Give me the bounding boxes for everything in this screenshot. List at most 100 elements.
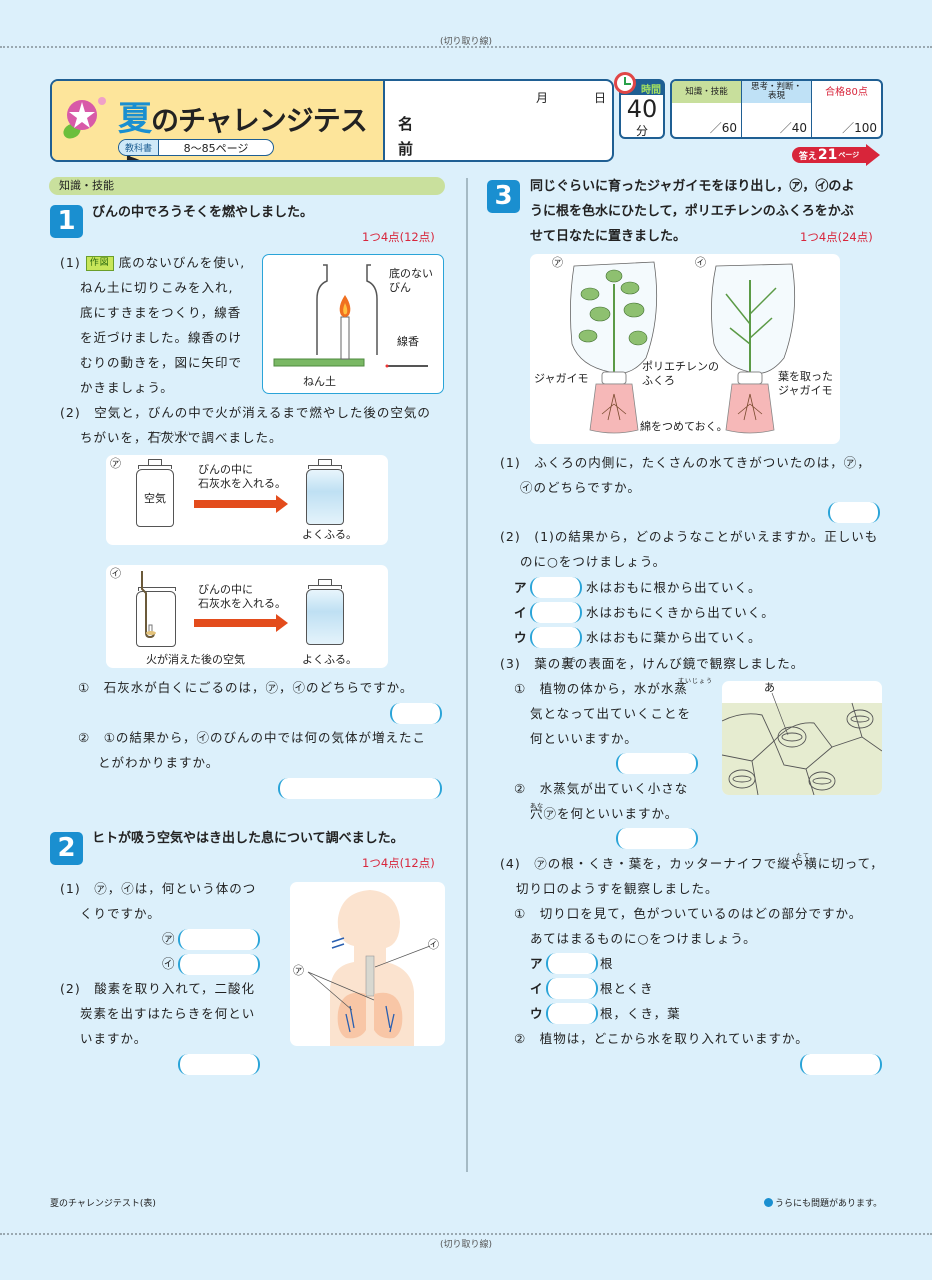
answer-q3-3-2[interactable]	[616, 828, 698, 849]
shake-label: よくふる。	[302, 653, 357, 666]
footer-back-text: うらにも問題があります。	[775, 1199, 883, 1209]
label-bottomless-bottle: 底のない びん	[389, 267, 433, 294]
answer-q3-4-2[interactable]	[800, 1054, 882, 1075]
potato-plant-figure: ㋐ ㋑ ジャガイモ ポリエチレンの ふくろ 綿をつめておく。 葉を取った ジャガ…	[530, 254, 840, 444]
drawing-tag: 作図	[85, 256, 114, 271]
score-label: 知識・技能	[672, 81, 741, 103]
name-label-2: 前	[398, 140, 414, 158]
part-label: (1)	[60, 255, 81, 270]
choice-text: 根とくき	[600, 981, 654, 996]
q2-part2: (2) 酸素を取り入れて，二酸化 炭素を出すはたらきを何とい いますか。	[60, 976, 280, 1051]
label-cotton: 綿をつめておく。	[640, 420, 728, 433]
column-divider	[466, 178, 468, 1172]
question-2-points: 1つ4点(12点)	[362, 856, 435, 870]
text-line: (1) ㋐，㋑は，何という体のつ	[60, 881, 257, 896]
step-label: びんの中に 石灰水を入れる。	[198, 463, 286, 490]
choice-text: 根	[600, 956, 614, 971]
q3-part1: (1) ふくろの内側に，たくさんの水てきがついたのは，㋐， ㋑のどちらですか。	[500, 450, 895, 500]
choice-box-a[interactable]	[530, 577, 582, 598]
text-line: を近づけました。線香のけ	[80, 330, 243, 345]
textbook-label: 教科書	[119, 140, 160, 155]
text-line: ちがいを，	[80, 430, 148, 445]
q3-part4: (4) ㋐の根・くき・葉を，カッターナイフで縦や横に切って，たて 切り口のようす…	[500, 851, 895, 951]
choice-text: 水はおもに根から出ていく。	[586, 580, 762, 595]
morning-glory-icon	[63, 97, 106, 139]
pass-mark-label: 合格80点	[825, 86, 868, 98]
label-potato: ジャガイモ	[534, 372, 589, 385]
answer-q2-1-b[interactable]	[178, 954, 260, 975]
text-line: かきましょう。	[80, 380, 174, 395]
answer-q1-2-2[interactable]	[278, 778, 442, 799]
label-bag: ポリエチレンの ふくろ	[642, 360, 719, 387]
q3-3-sub2: ② 水蒸気が出ていく小さな あな穴㋐を何といいますか。	[514, 776, 714, 826]
arrow-right-icon	[194, 495, 288, 513]
limewater-figure-b: ㋑ 火が消えた後の空気 びんの中に 石灰水を入れる。 よくふる。	[106, 565, 388, 668]
answer-q2-2[interactable]	[178, 1054, 260, 1075]
text-line: せて日なたに置きました。	[530, 229, 687, 244]
question-2-text: ヒトがす吸う空気やはき出した息について調べました。	[92, 826, 404, 851]
question-3-text: 同じぐらいに育ったジャガイモをほり出し，㋐，㋑のよ うに根を色水にひたして，ポリ…	[530, 174, 890, 249]
text-line: 底のないびんを使い,	[118, 255, 246, 270]
answer-suffix: ページ	[838, 151, 860, 159]
answer-q3-1[interactable]	[828, 502, 880, 523]
time-value: 40	[626, 95, 658, 123]
choice-box-i[interactable]	[530, 602, 582, 623]
text-line: う空気やはき出した息について調べました。	[144, 831, 404, 846]
header-title-box: 夏のチャレンジテスト 教科書 8〜85ページ 月 日 名 前	[50, 79, 614, 162]
score-max: 60	[710, 119, 737, 136]
q3-part3: (3) 葉のうら裏の表面を，けんび鏡で観察しました。	[500, 651, 895, 676]
answer-q3-3-1[interactable]	[616, 753, 698, 774]
info-dot-icon	[764, 1198, 773, 1207]
text-line: ① 植物の体から，水が水蒸	[514, 681, 688, 696]
choice-text: 水はおもに葉から出ていく。	[586, 630, 762, 645]
answer-prefix: 答え	[798, 151, 817, 162]
ruby-sekkaisui: せっかいすい	[149, 431, 192, 438]
respiratory-figure: ㋑ ㋐	[290, 882, 445, 1046]
question-1-points: 1つ4点(12点)	[362, 230, 435, 244]
header-title-panel: 夏のチャレンジテスト 教科書 8〜85ページ	[52, 81, 385, 160]
text-line: ① 切り口を見て，色がついているのはどの部分ですか。	[514, 906, 863, 921]
answer-q1-2-1[interactable]	[390, 703, 442, 724]
category-bar: 知識・技能	[49, 177, 445, 195]
choice-box-u[interactable]	[530, 627, 582, 648]
part-label: (2)	[60, 405, 81, 420]
choice-box-u[interactable]	[546, 1003, 598, 1024]
question-number-2: 2	[50, 832, 83, 865]
score-max: 100	[842, 119, 877, 136]
q2-mark-b: ㋑	[162, 956, 176, 971]
textbook-pages-value: 8〜85ページ	[183, 141, 249, 155]
burnt-air-label: 火が消えた後の空気	[146, 653, 245, 666]
mark-a: ㋐	[110, 457, 121, 470]
q3-3-sub1: ① 植物の体から，水が水蒸すいじょう 気となって出ていくことを 何といいますか。	[514, 676, 714, 751]
answer-q2-1-a[interactable]	[178, 929, 260, 950]
label-b: ㋑	[428, 938, 439, 951]
score-thinking: 思考・判断・表現 40	[742, 81, 812, 137]
text-line: 炭素を出すはたらきを何とい	[80, 1006, 256, 1021]
ruby-tate: たて	[796, 853, 811, 860]
answer-page: 21	[817, 147, 838, 163]
arrow-right-icon	[194, 614, 288, 632]
textbook-pages: 教科書 8〜85ページ	[118, 139, 274, 156]
text-line: 切り口のようすを観察しました。	[516, 881, 719, 896]
q1-part1-text: (1) 作図 底のないびんを使い, ねん土に切りこみを入れ, 底にすきまをつくり…	[60, 250, 260, 400]
question-1-text: びんの中でろうそくを燃やしました。	[92, 205, 314, 220]
text-line: とがわかりますか。	[98, 755, 220, 770]
bottomless-bottle-figure[interactable]: 底のない びん 線香 ねん土	[262, 254, 444, 394]
text-line: (4) ㋐の根・くき・葉を，カッターナイフで縦や横に切って，	[500, 856, 884, 871]
choice-text: 水はおもにくきから出ていく。	[586, 605, 775, 620]
label-a-hiragana: あ	[764, 681, 775, 694]
choice-box-i[interactable]	[546, 978, 598, 999]
text-line: あてはまるものに○をつけましょう。	[530, 931, 757, 946]
choice-box-a[interactable]	[546, 953, 598, 974]
jar-stopper	[148, 459, 162, 467]
cut-line-label-bottom: (切り取り線)	[439, 1240, 493, 1250]
jar-air: 空気	[136, 469, 174, 527]
name-label-1: 名	[398, 115, 414, 133]
choice-key: ウ	[514, 630, 528, 645]
text-line: ② ①の結果から，㋑のびんの中では何の気体が増えたこ	[78, 730, 427, 745]
q3-part2: (2) (1)の結果から，どのようなことがいえますか。正しいも のに○をつけまし…	[500, 524, 895, 574]
text-line: (2) 酸素を取り入れて，二酸化	[60, 981, 255, 996]
text-line: ㋑のどちらですか。	[520, 480, 641, 495]
title-summer: 夏	[118, 99, 152, 139]
